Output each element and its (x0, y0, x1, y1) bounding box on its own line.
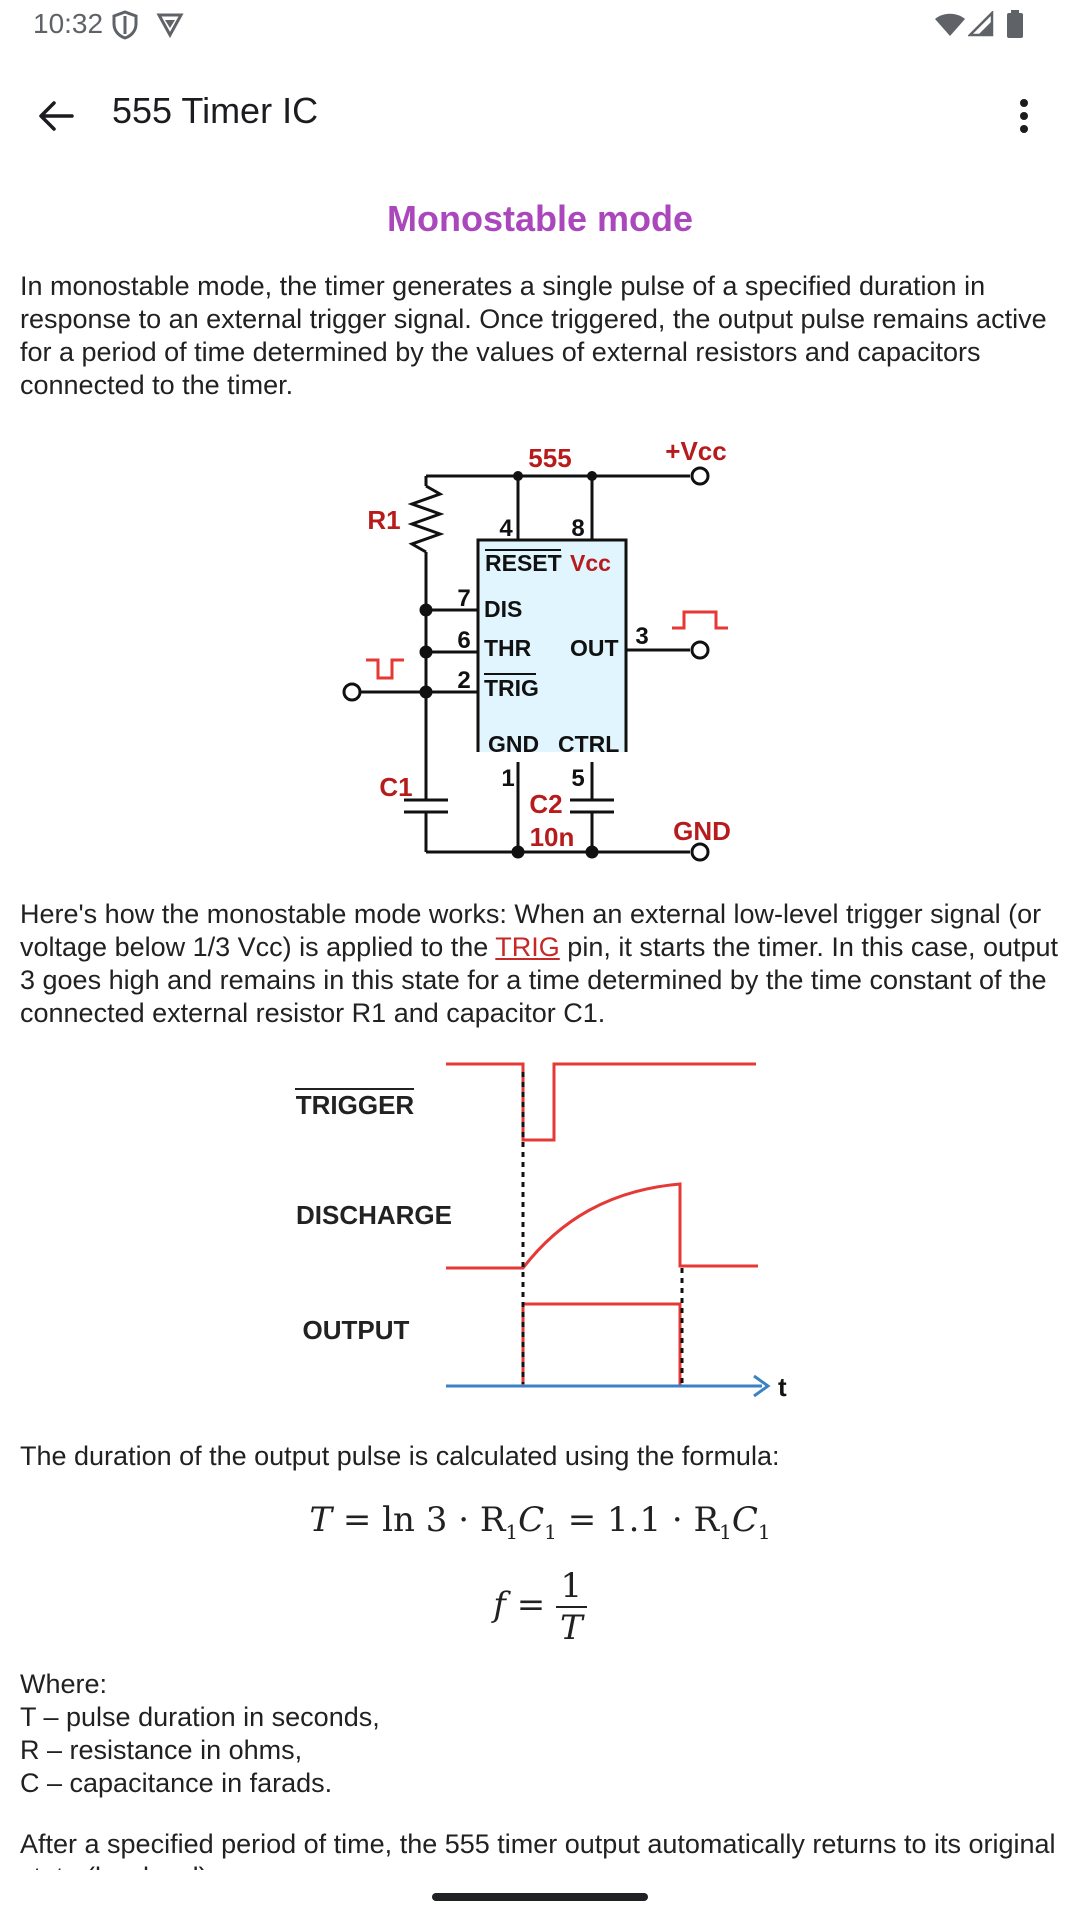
shield-icon (112, 10, 138, 40)
monostable-circuit-diagram: 555 +Vcc R1 4 8 RESET Vcc DIS THR OUT TR… (367, 436, 727, 752)
where-list: Where: T – pulse duration in seconds, R … (20, 1668, 380, 1800)
formula-intro-paragraph: The duration of the output pulse is calc… (20, 1441, 780, 1471)
section-title: Monostable mode (386, 198, 694, 239)
trig-link[interactable]: TRIG (495, 932, 560, 962)
back-button[interactable] (28, 88, 84, 144)
pin-dis-label: DIS (484, 596, 522, 622)
formula-sub: 1 (544, 1519, 557, 1544)
article-content[interactable]: Monostable mode In monostable mode, the … (0, 176, 1080, 1870)
discharge-label: DISCHARGE (296, 1200, 452, 1230)
where-item-T: T – pulse duration in seconds, (20, 1702, 380, 1732)
timing-diagram: TRIGGER DISCHARGE OUTPUT t (295, 1062, 787, 1402)
pin-number-8: 8 (571, 515, 584, 542)
label-555: 555 (528, 443, 571, 473)
how-text-after: pin, it starts the timer. In this case, … (20, 932, 1059, 1028)
formula-fraction: 1 T (556, 1566, 587, 1648)
label-c1: C1 (379, 772, 412, 802)
pin-number-1: 1 (501, 765, 514, 792)
frequency-formula: f = 1 T (0, 1566, 1080, 1648)
pin-out-label: OUT (570, 635, 619, 661)
label-r1: R1 (367, 505, 400, 535)
vpn-icon (156, 13, 184, 38)
formula-numerator: 1 (556, 1566, 587, 1608)
how-text-before: Here's how the monostable mode works: Wh… (20, 899, 1042, 962)
formula-T: T (309, 1500, 333, 1540)
where-item-C: C – capacitance in farads. (20, 1768, 333, 1798)
trigger-label: TRIGGER (296, 1090, 415, 1120)
label-c2-value: 10n (530, 822, 575, 852)
label-gnd: GND (673, 816, 731, 846)
after-paragraph: After a specified period of time, the 55… (20, 1829, 1056, 1870)
pin-number-6: 6 (457, 627, 470, 654)
where-item-R: R – resistance in ohms, (20, 1735, 303, 1765)
circuit-wiring: 7 6 2 3 1 5 C1 C2 10n GND (342, 585, 731, 862)
formula-C: C (731, 1500, 758, 1540)
formula-sub: 1 (757, 1519, 771, 1544)
wifi-icon (935, 13, 965, 36)
formula-sub: 1 (505, 1519, 519, 1544)
more-options-button[interactable] (1000, 88, 1048, 144)
pin-trig-label: TRIG (484, 675, 539, 701)
status-bar: 10:32 (0, 0, 1080, 48)
battery-icon (1007, 10, 1023, 38)
gesture-nav-handle[interactable] (432, 1893, 648, 1901)
signal-icon (968, 11, 994, 37)
output-label: OUTPUT (303, 1315, 410, 1345)
formula-f: f (493, 1585, 506, 1625)
pin-ctrl-label: CTRL (558, 731, 619, 752)
status-time: 10:32 (33, 8, 104, 39)
pin-thr-label: THR (484, 635, 532, 661)
formula-sub: 1 (719, 1519, 732, 1544)
pin-reset-label: RESET (485, 550, 562, 576)
formula-denominator: T (560, 1608, 583, 1648)
pin-number-2: 2 (457, 667, 470, 694)
formula-C: C (518, 1500, 545, 1540)
label-c2: C2 (529, 789, 562, 819)
formula-T-eq: = ln 3 · R (342, 1500, 506, 1540)
formula-T-eq2: = 1.1 · R (556, 1500, 720, 1540)
pin-number-4: 4 (499, 515, 513, 542)
where-label: Where: (20, 1669, 108, 1699)
t-axis-label: t (778, 1372, 787, 1402)
app-bar: 555 Timer IC (0, 48, 1080, 176)
pin-vcc-label: Vcc (570, 550, 611, 576)
app-title: 555 Timer IC (112, 90, 319, 131)
arrow-back-icon (39, 101, 74, 131)
pin-number-3: 3 (635, 623, 648, 650)
intro-paragraph: In monostable mode, the timer generates … (20, 271, 1047, 400)
pin-gnd-label: GND (488, 731, 539, 752)
how-it-works-paragraph: Here's how the monostable mode works: Wh… (20, 898, 1060, 1030)
more-vert-icon (1020, 99, 1028, 133)
pulse-duration-formula: T = ln 3 · R1C1 = 1.1 · R1C1 (0, 1500, 1080, 1544)
pin-number-5: 5 (571, 765, 584, 792)
pin-number-7: 7 (457, 585, 470, 612)
label-vcc: +Vcc (665, 436, 726, 466)
